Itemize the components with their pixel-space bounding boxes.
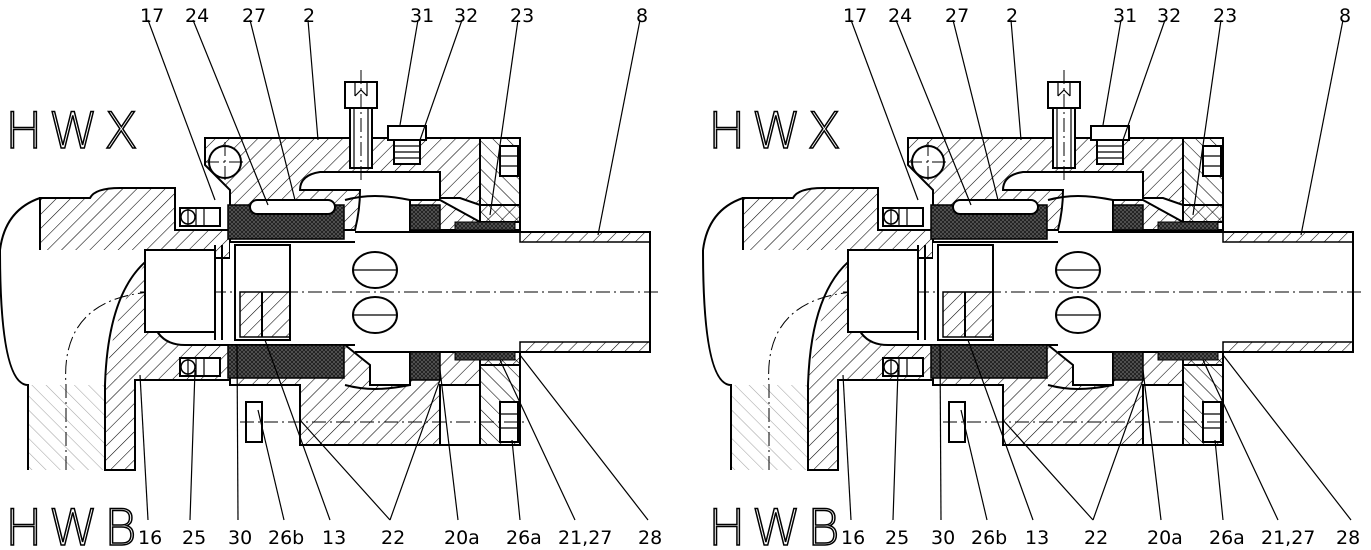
label-21-27-right: 21,27 — [1261, 527, 1315, 549]
title-hwx-left: HWX — [5, 102, 144, 160]
label-13-left: 13 — [322, 527, 346, 549]
label-20a-right: 20a — [1147, 527, 1183, 549]
label-22-right: 22 — [1084, 527, 1108, 549]
label-16-right: 16 — [841, 527, 865, 549]
label-30-left: 30 — [228, 527, 252, 549]
label-24-right: 24 — [888, 5, 912, 27]
label-31-right: 31 — [1113, 5, 1137, 27]
label-30-right: 30 — [931, 527, 955, 549]
title-hwb-left: HWB — [5, 499, 143, 550]
label-31-left: 31 — [410, 5, 434, 27]
label-26b-right: 26b — [971, 527, 1007, 549]
view-right: HWX HWB 17 24 27 2 31 32 23 8 16 25 30 2… — [702, 5, 1364, 550]
label-23-left: 23 — [510, 5, 534, 27]
label-25-left: 25 — [182, 527, 206, 549]
label-28-left: 28 — [638, 527, 662, 549]
label-27-left: 27 — [242, 5, 266, 27]
label-27-right: 27 — [945, 5, 969, 27]
label-8-right: 8 — [1339, 5, 1351, 27]
label-16-left: 16 — [138, 527, 162, 549]
title-hwx-right: HWX — [708, 102, 847, 160]
label-20a-left: 20a — [444, 527, 480, 549]
label-23-right: 23 — [1213, 5, 1237, 27]
label-26a-left: 26a — [506, 527, 542, 549]
label-8-left: 8 — [636, 5, 648, 27]
label-28-right: 28 — [1336, 527, 1360, 549]
label-2-left: 2 — [303, 5, 315, 27]
label-17-right: 17 — [843, 5, 867, 27]
view-left: HWX HWB 17 24 27 2 31 32 23 8 16 25 30 2… — [0, 5, 662, 550]
label-32-right: 32 — [1157, 5, 1181, 27]
label-26b-left: 26b — [268, 527, 304, 549]
label-21-27-left: 21,27 — [558, 527, 612, 549]
label-22-left: 22 — [381, 527, 405, 549]
title-hwb-right: HWB — [708, 499, 846, 550]
label-26a-right: 26a — [1209, 527, 1245, 549]
label-24-left: 24 — [185, 5, 209, 27]
label-13-right: 13 — [1025, 527, 1049, 549]
label-2-right: 2 — [1006, 5, 1018, 27]
label-25-right: 25 — [885, 527, 909, 549]
label-17-left: 17 — [140, 5, 164, 27]
label-32-left: 32 — [454, 5, 478, 27]
